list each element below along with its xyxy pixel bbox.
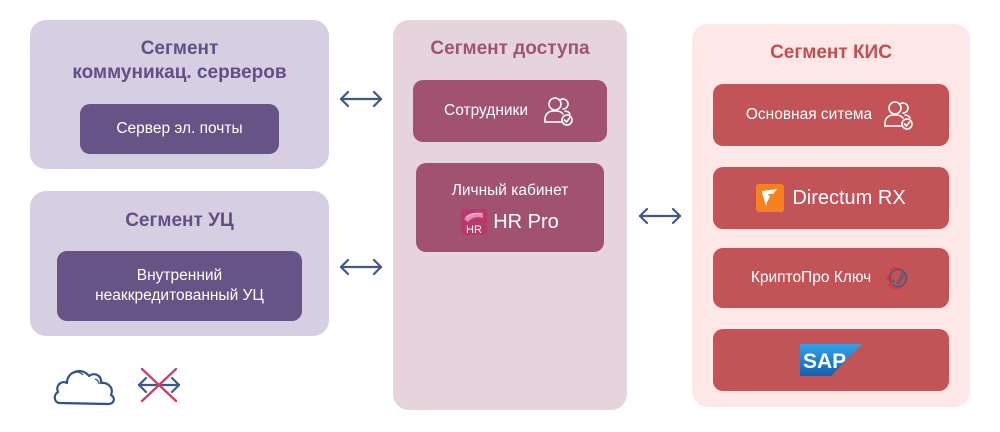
segment-title: Сегмент УЦ	[125, 210, 234, 231]
personal-account-label: Личный кабинет	[451, 181, 569, 199]
personal-account-box[interactable]: Личный кабинет HR HR Pro	[416, 163, 604, 252]
internal-ca-label-line2: неаккредитованный УЦ	[95, 287, 264, 304]
sap-logo-icon: SAP	[800, 344, 862, 376]
directum-rx-label: Directum RX	[792, 187, 906, 209]
segment-title: Сегмент доступа	[430, 38, 590, 59]
internal-ca-label-line1: Внутренний	[136, 267, 223, 284]
directum-logo-icon	[756, 184, 785, 212]
main-system-box[interactable]: Основная ситема	[713, 84, 949, 146]
mail-server-label: Сервер эл. почты	[116, 120, 243, 137]
users-check-icon	[544, 97, 573, 126]
segment-title: Сегмент коммуникац. серверов	[72, 38, 287, 83]
internal-ca-box[interactable]: Внутренний неаккредитованный УЦ	[57, 251, 302, 321]
sap-box[interactable]: SAP	[713, 329, 949, 391]
blocked-bidirectional-arrow-icon	[137, 367, 181, 403]
directum-rx-box[interactable]: Directum RX	[713, 167, 949, 229]
bidirectional-arrow-icon	[638, 207, 682, 225]
segment-kis: Сегмент КИС Основная ситема Directum RX …	[692, 24, 970, 407]
employees-label: Сотрудники	[444, 102, 528, 119]
main-system-label: Основная ситема	[745, 106, 873, 123]
segment-access: Сегмент доступа Сотрудники Личный кабине…	[393, 20, 627, 410]
svg-text:HR: HR	[466, 224, 482, 235]
segment-ca: Сегмент УЦ Внутренний неаккредитованный …	[30, 191, 329, 336]
hrpro-logo-icon: HR	[461, 208, 488, 235]
hrpro-product: HR HR Pro	[461, 208, 559, 235]
cryptopro-signature-icon	[885, 267, 908, 289]
segment-title: Сегмент КИС	[770, 42, 892, 63]
segment-communication-servers: Сегмент коммуникац. серверов Сервер эл. …	[30, 20, 329, 169]
bidirectional-arrow-icon	[339, 90, 383, 108]
cryptopro-key-box[interactable]: КриптоПро Ключ	[713, 248, 949, 308]
svg-text:SAP: SAP	[803, 350, 846, 373]
cloud-icon	[53, 370, 115, 406]
employees-box[interactable]: Сотрудники	[413, 80, 607, 142]
cryptopro-key-label: КриптоПро Ключ	[750, 269, 872, 286]
hrpro-label: HR Pro	[493, 210, 559, 233]
bidirectional-arrow-icon	[339, 258, 383, 276]
users-check-icon	[884, 101, 913, 130]
mail-server-box[interactable]: Сервер эл. почты	[80, 104, 279, 154]
